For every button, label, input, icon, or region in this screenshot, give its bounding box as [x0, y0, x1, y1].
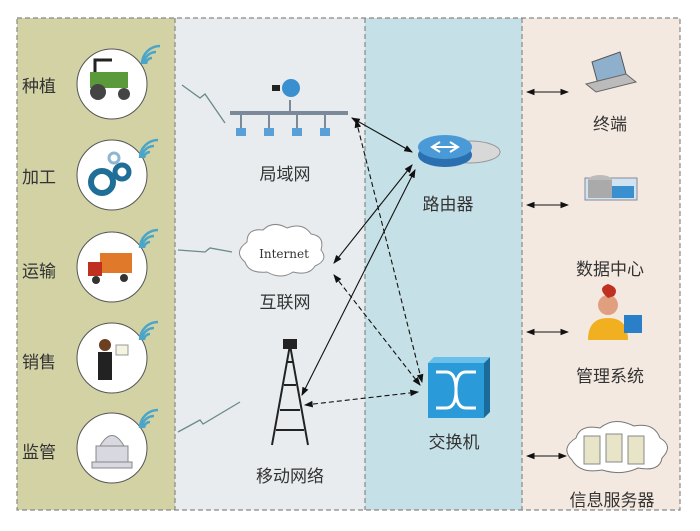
- source-label-transport: 运输: [22, 262, 56, 282]
- government-building-icon: [76, 412, 148, 484]
- salesperson-icon: [76, 322, 148, 394]
- info-server-label: 信息服务器: [569, 491, 655, 511]
- switch-icon: [428, 357, 490, 418]
- mobile-network-label: 移动网络: [256, 467, 324, 487]
- source-label-supervision: 监管: [22, 443, 56, 463]
- internet-cloud-label: Internet: [259, 247, 309, 261]
- source-label-planting: 种植: [22, 77, 56, 97]
- lan-label: 局域网: [259, 165, 311, 185]
- database-icon: [584, 175, 638, 201]
- terminal-label: 终端: [593, 115, 627, 135]
- source-label-sales: 销售: [22, 353, 56, 373]
- laptop-icon: [584, 51, 638, 93]
- wifi-icons: [138, 44, 161, 429]
- switch-label: 交换机: [428, 433, 480, 453]
- router-icon: [418, 135, 501, 167]
- wireless-links: [177, 84, 241, 433]
- tractor-icon: [76, 48, 148, 120]
- lan-icon: [230, 79, 348, 136]
- internet-label: 互联网: [259, 293, 311, 313]
- truck-icon: [76, 231, 148, 303]
- admin-user-icon: [588, 284, 642, 340]
- cell-tower-icon: [271, 339, 309, 446]
- management-system-label: 管理系统: [576, 367, 644, 387]
- gears-icon: [76, 139, 148, 211]
- router-label: 路由器: [422, 195, 474, 215]
- source-icons: [76, 48, 148, 484]
- server-cloud-icon: [566, 421, 668, 474]
- data-center-label: 数据中心: [576, 260, 644, 280]
- source-label-processing: 加工: [22, 168, 56, 188]
